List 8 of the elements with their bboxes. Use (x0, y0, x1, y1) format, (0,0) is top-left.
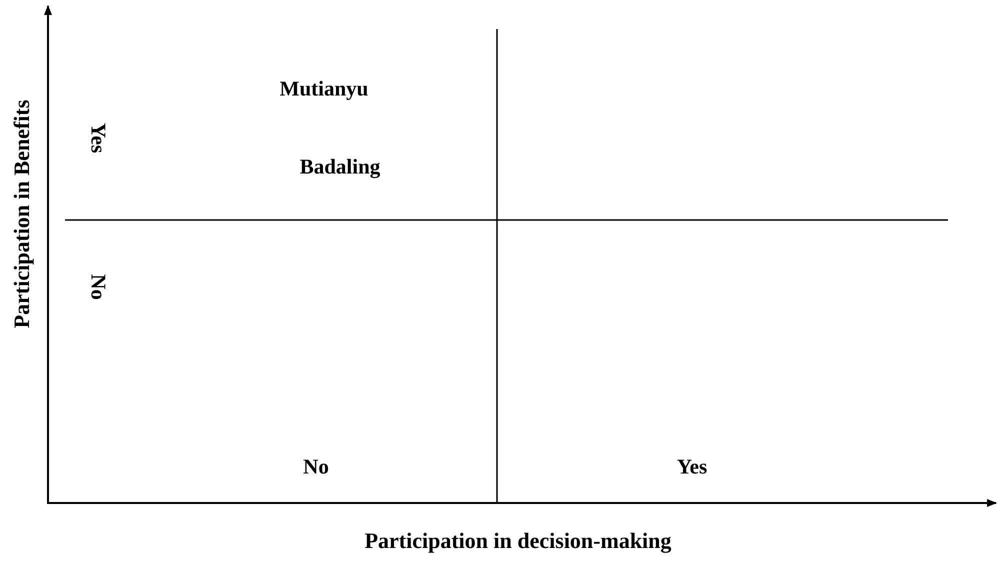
row-label: No (88, 274, 108, 300)
row-label: Yes (88, 122, 108, 154)
column-label: No (303, 456, 329, 478)
axis-title: Participation in Benefits (11, 100, 33, 328)
axis-title: Participation in decision-making (364, 530, 672, 552)
column-label: Yes (676, 456, 708, 478)
quadrant-label: Mutianyu (280, 78, 368, 100)
quadrant-label: Badaling (300, 156, 380, 178)
